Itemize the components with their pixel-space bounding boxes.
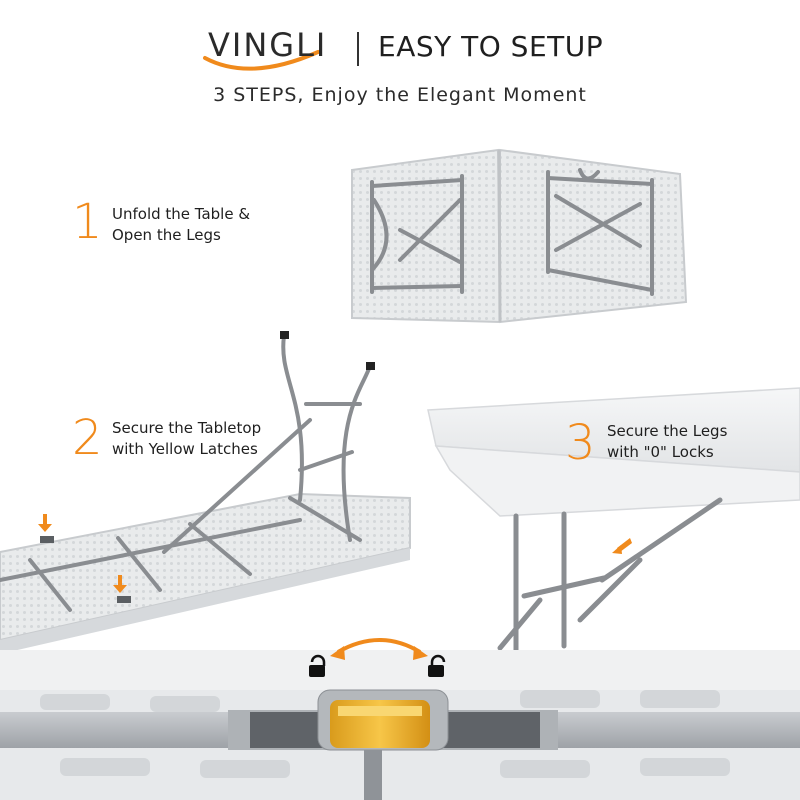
step-2-number: 2 <box>72 410 103 466</box>
double-arrow-icon <box>337 638 422 654</box>
step2-tabletop-image <box>0 331 411 654</box>
step-1-number: 1 <box>72 194 103 250</box>
brand-logo: VINGLI <box>208 26 328 64</box>
step-1-text: Unfold the Table & Open the Legs <box>112 205 251 244</box>
step3-standing-table-image <box>427 387 800 653</box>
page-title: EASY TO SETUP <box>378 30 604 63</box>
step1-unfolded-table-image <box>351 148 688 324</box>
brand-swoosh-icon <box>203 50 320 71</box>
page-subtitle: 3 STEPS, Enjoy the Elegant Moment <box>213 84 587 106</box>
unlocked-padlock-icon <box>309 654 326 677</box>
header-divider <box>357 32 359 66</box>
step-3-text: Secure the Legs with "0" Locks <box>607 422 728 461</box>
locked-padlock-icon <box>428 654 446 677</box>
step-2-text: Secure the Tabletop with Yellow Latches <box>112 419 262 458</box>
latch-closeup-image <box>0 638 800 800</box>
step-3-number: 3 <box>565 415 596 471</box>
pointer-arrow-icon <box>612 538 632 554</box>
pointer-arrow-icon <box>38 514 127 593</box>
